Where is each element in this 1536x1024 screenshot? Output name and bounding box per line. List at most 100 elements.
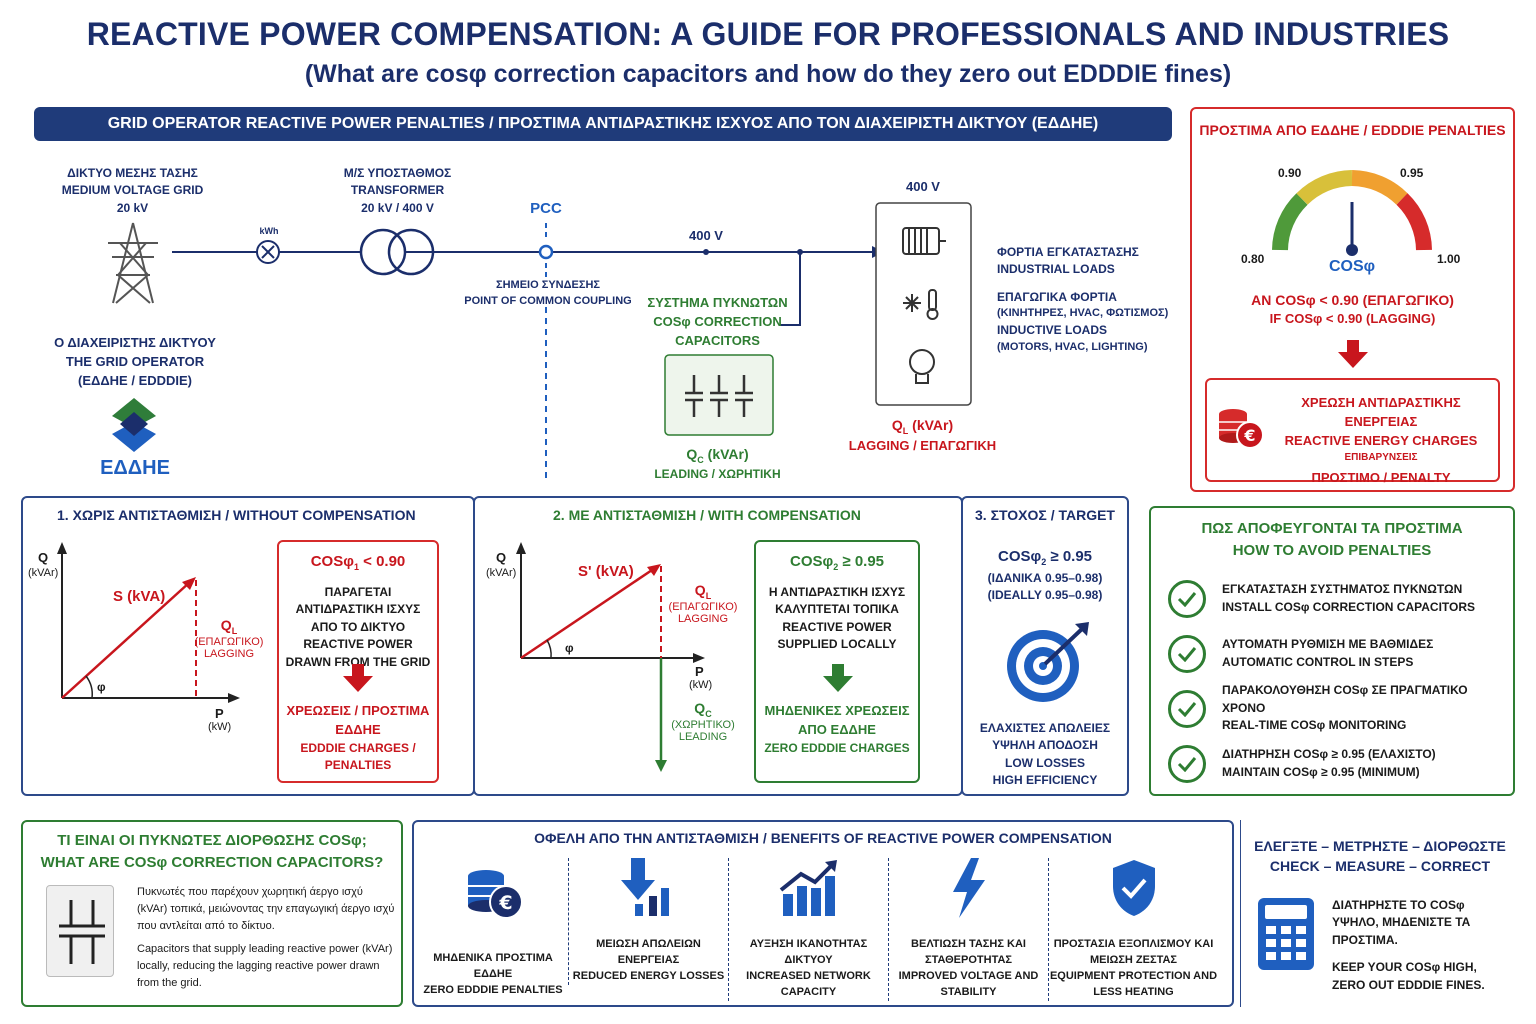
shield-check-icon [1112, 860, 1155, 916]
gauge-label-0: 0.80 [1241, 252, 1265, 266]
without-angle: φ [97, 680, 106, 694]
meter-label: kWh [259, 226, 279, 236]
transmission-tower-icon [108, 222, 158, 304]
capacitor-icon [59, 900, 105, 964]
qc-label: QC (kVAr) [686, 446, 749, 465]
check-circle-icon [1168, 744, 1206, 783]
cosphi-gauge [1272, 170, 1432, 256]
lightbulb-icon [909, 349, 935, 384]
motor-icon [902, 227, 946, 255]
without-p-unit: (kW) [208, 721, 232, 733]
growth-chart-icon [779, 860, 837, 916]
with-box-result: ΜΗΔΕΝΙΚΕΣ ΧΡΕΩΣΕΙΣ ΑΠΟ ΕΔΔΗΕ ZERO EDDDIE… [764, 703, 910, 755]
capacitor-bank-icon [685, 375, 753, 417]
without-q-unit: (kVAr) [28, 567, 59, 579]
transformer-icon [359, 228, 435, 276]
mv-grid-label: ΔΙΚΤΥΟ ΜΕΣΗΣ ΤΑΣΗΣ MEDIUM VOLTAGE GRID 2… [61, 166, 204, 215]
load-voltage: 400 V [906, 179, 940, 194]
capacitor-system-label: ΣΥΣΤΗΜΑ ΠΥΚΝΩΤΩΝ COSφ CORRECTION CAPACIT… [647, 295, 788, 348]
with-ql-label: QL (ΕΠΑΓΩΓΙΚΟ) LAGGING [668, 582, 738, 625]
check-circle-icon [1168, 634, 1206, 673]
penalties-title: ΠΡΟΣΤΙΜΑ ΑΠΟ ΕΔΔΗΕ / EDDDIE PENALTIES [1199, 122, 1506, 138]
with-result-box [754, 540, 920, 783]
without-result-box [277, 540, 439, 783]
target-icon [1007, 622, 1089, 702]
gauge-center-label: COSφ [1328, 258, 1376, 275]
without-p-axis: P [215, 706, 224, 721]
avoid-penalties-panel [1149, 506, 1515, 796]
page-title: REACTIVE POWER COMPENSATION: A GUIDE FOR… [86, 16, 1450, 52]
down-arrow-icon [1338, 340, 1368, 368]
charges-text: ΧΡΕΩΣΗ ΑΝΤΙΔΡΑΣΤΙΚΗΣ ΕΝΕΡΓΕΙΑΣ REACTIVE … [1284, 395, 1478, 486]
grid-operator-label: Ο ΔΙΑΧΕΙΡΙΣΤΗΣ ΔΙΚΤΥΟΥ THE GRID OPERATOR… [54, 335, 216, 388]
without-box-result: ΧΡΕΩΣΕΙΣ / ΠΡΟΣΤΙΜΑ ΕΔΔΗΕ EDDDIE CHARGES… [286, 703, 430, 773]
target-title: 3. ΣΤΟΧΟΣ / TARGET [975, 507, 1115, 523]
without-title: 1. ΧΩΡΙΣ ΑΝΤΙΣΤΑΘΜΙΣΗ / WITHOUT COMPENSA… [57, 507, 416, 523]
pcc-label: PCC [530, 200, 562, 217]
capacitor-symbol-box [46, 885, 114, 977]
without-box-text: ΠΑΡΑΓΕΤΑΙ ΑΝΤΙΔΡΑΣΤΙΚΗ ΙΣΧΥΣ ΑΠΟ ΤΟ ΔΙΚΤ… [285, 585, 431, 669]
check-title: ΕΛΕΓΞΤΕ – ΜΕΤΡΗΣΤΕ – ΔΙΟΡΘΩΣΤΕ CHECK – M… [1254, 838, 1506, 875]
gauge-label-3: 1.00 [1437, 252, 1461, 266]
gauge-label-1: 0.90 [1278, 166, 1302, 180]
grid-one-line-diagram [108, 202, 972, 480]
with-down-arrow-icon [823, 664, 853, 692]
lightning-icon [952, 858, 985, 918]
without-down-arrow-icon [343, 664, 373, 692]
with-p-axis: P [695, 664, 704, 679]
check-circle-icon [1168, 689, 1206, 728]
with-angle: φ [565, 641, 574, 655]
pcc-node-icon [538, 244, 554, 260]
load-type: LAGGING / ΕΠΑΓΩΓΙΚΗ [848, 438, 997, 453]
check-measure-panel [1240, 820, 1520, 1007]
loads-description: ΦΟΡΤΙΑ ΕΓΚΑΤΑΣΤΑΣΗΣ INDUSTRIAL LOADS ΕΠΑ… [997, 245, 1169, 353]
ql-label: QL (kVAr) [891, 417, 954, 436]
calculator-icon [1258, 898, 1314, 970]
without-ql-label: QL (ΕΠΑΓΩΓΙΚΟ) LAGGING [194, 617, 264, 660]
section-banner: GRID OPERATOR REACTIVE POWER PENALTIES /… [34, 107, 1172, 141]
with-s-label: S' (kVA) [578, 563, 634, 580]
with-q-axis: Q [496, 550, 507, 565]
busbar-voltage: 400 V [689, 228, 723, 243]
what-title: ΤΙ ΕΙΝΑΙ ΟΙ ΠΥΚΝΩΤΕΣ ΔΙΟΡΘΩΣΗΣ COSφ; WHA… [40, 832, 384, 871]
euro-coins-icon: € [1219, 409, 1264, 449]
hvac-icon [903, 289, 939, 320]
without-power-triangle [57, 542, 240, 703]
avoid-title: ΠΩΣ ΑΠΟΦΕΥΓΟΝΤΑΙ ΤΑ ΠΡΟΣΤΙΜΑ HOW TO AVOI… [1201, 520, 1463, 559]
benefits-title: ΟΦΕΛΗ ΑΠΟ ΤΗΝ ΑΝΤΙΣΤΑΘΜΙΣΗ / BENEFITS OF… [534, 830, 1112, 846]
with-power-triangle [516, 542, 705, 772]
with-qc-label: QC (ΧΩΡΗΤΙΚΟ) LEADING [671, 700, 735, 743]
gauge-label-2: 0.95 [1400, 166, 1424, 180]
penalty-condition: ΑΝ COSφ < 0.90 (ΕΠΑΓΩΓΙΚΟ) IF COSφ < 0.9… [1251, 292, 1454, 327]
euro-coins-icon: € [468, 870, 523, 919]
check-text: ΔΙΑΤΗΡΗΣΤΕ ΤΟ COSφ ΥΨΗΛΟ, ΜΗΔΕΝΙΣΤΕ ΤΑ Π… [1332, 898, 1485, 992]
target-head: COSφ2 ≥ 0.95 [997, 548, 1093, 567]
check-circle-icon [1168, 579, 1206, 618]
target-benefits: ΕΛΑΧΙΣΤΕΣ ΑΠΩΛΕΙΕΣ ΥΨΗΛΗ ΑΠΟΔΟΣΗ LOW LOS… [979, 721, 1111, 788]
without-q-axis: Q [38, 550, 49, 565]
svg-text:€: € [1243, 426, 1255, 445]
with-box-text: Η ΑΝΤΙΔΡΑΣΤΙΚΗ ΙΣΧΥΣ ΚΑΛΥΠΤΕΤΑΙ ΤΟΠΙΚΑ R… [768, 585, 906, 652]
with-q-unit: (kVAr) [486, 567, 517, 579]
down-arrow-chart-icon [620, 858, 669, 916]
page-subtitle: (What are cosφ correction capacitors and… [304, 60, 1232, 88]
transformer-label: Μ/Σ ΥΠΟΣΤΑΘΜΟΣ TRANSFORMER 20 kV / 400 V [343, 166, 452, 215]
with-box-head: COSφ2 ≥ 0.95 [789, 553, 885, 572]
capacitor-type: LEADING / ΧΩΡΗΤΙΚΗ [654, 467, 781, 481]
operator-logo-text: ΕΔΔΗΕ [100, 457, 170, 479]
svg-text:€: € [498, 892, 512, 914]
without-s-label: S (kVA) [113, 588, 166, 605]
with-p-unit: (kW) [689, 679, 713, 691]
what-text: Πυκνωτές που παρέχουν χωρητική άεργο ισχ… [137, 886, 395, 990]
avoid-item: ΔΙΑΤΗΡΗΣΗ COSφ ≥ 0.95 (ΕΛΑΧΙΣΤΟ)MAINTAIN… [1168, 736, 1508, 791]
